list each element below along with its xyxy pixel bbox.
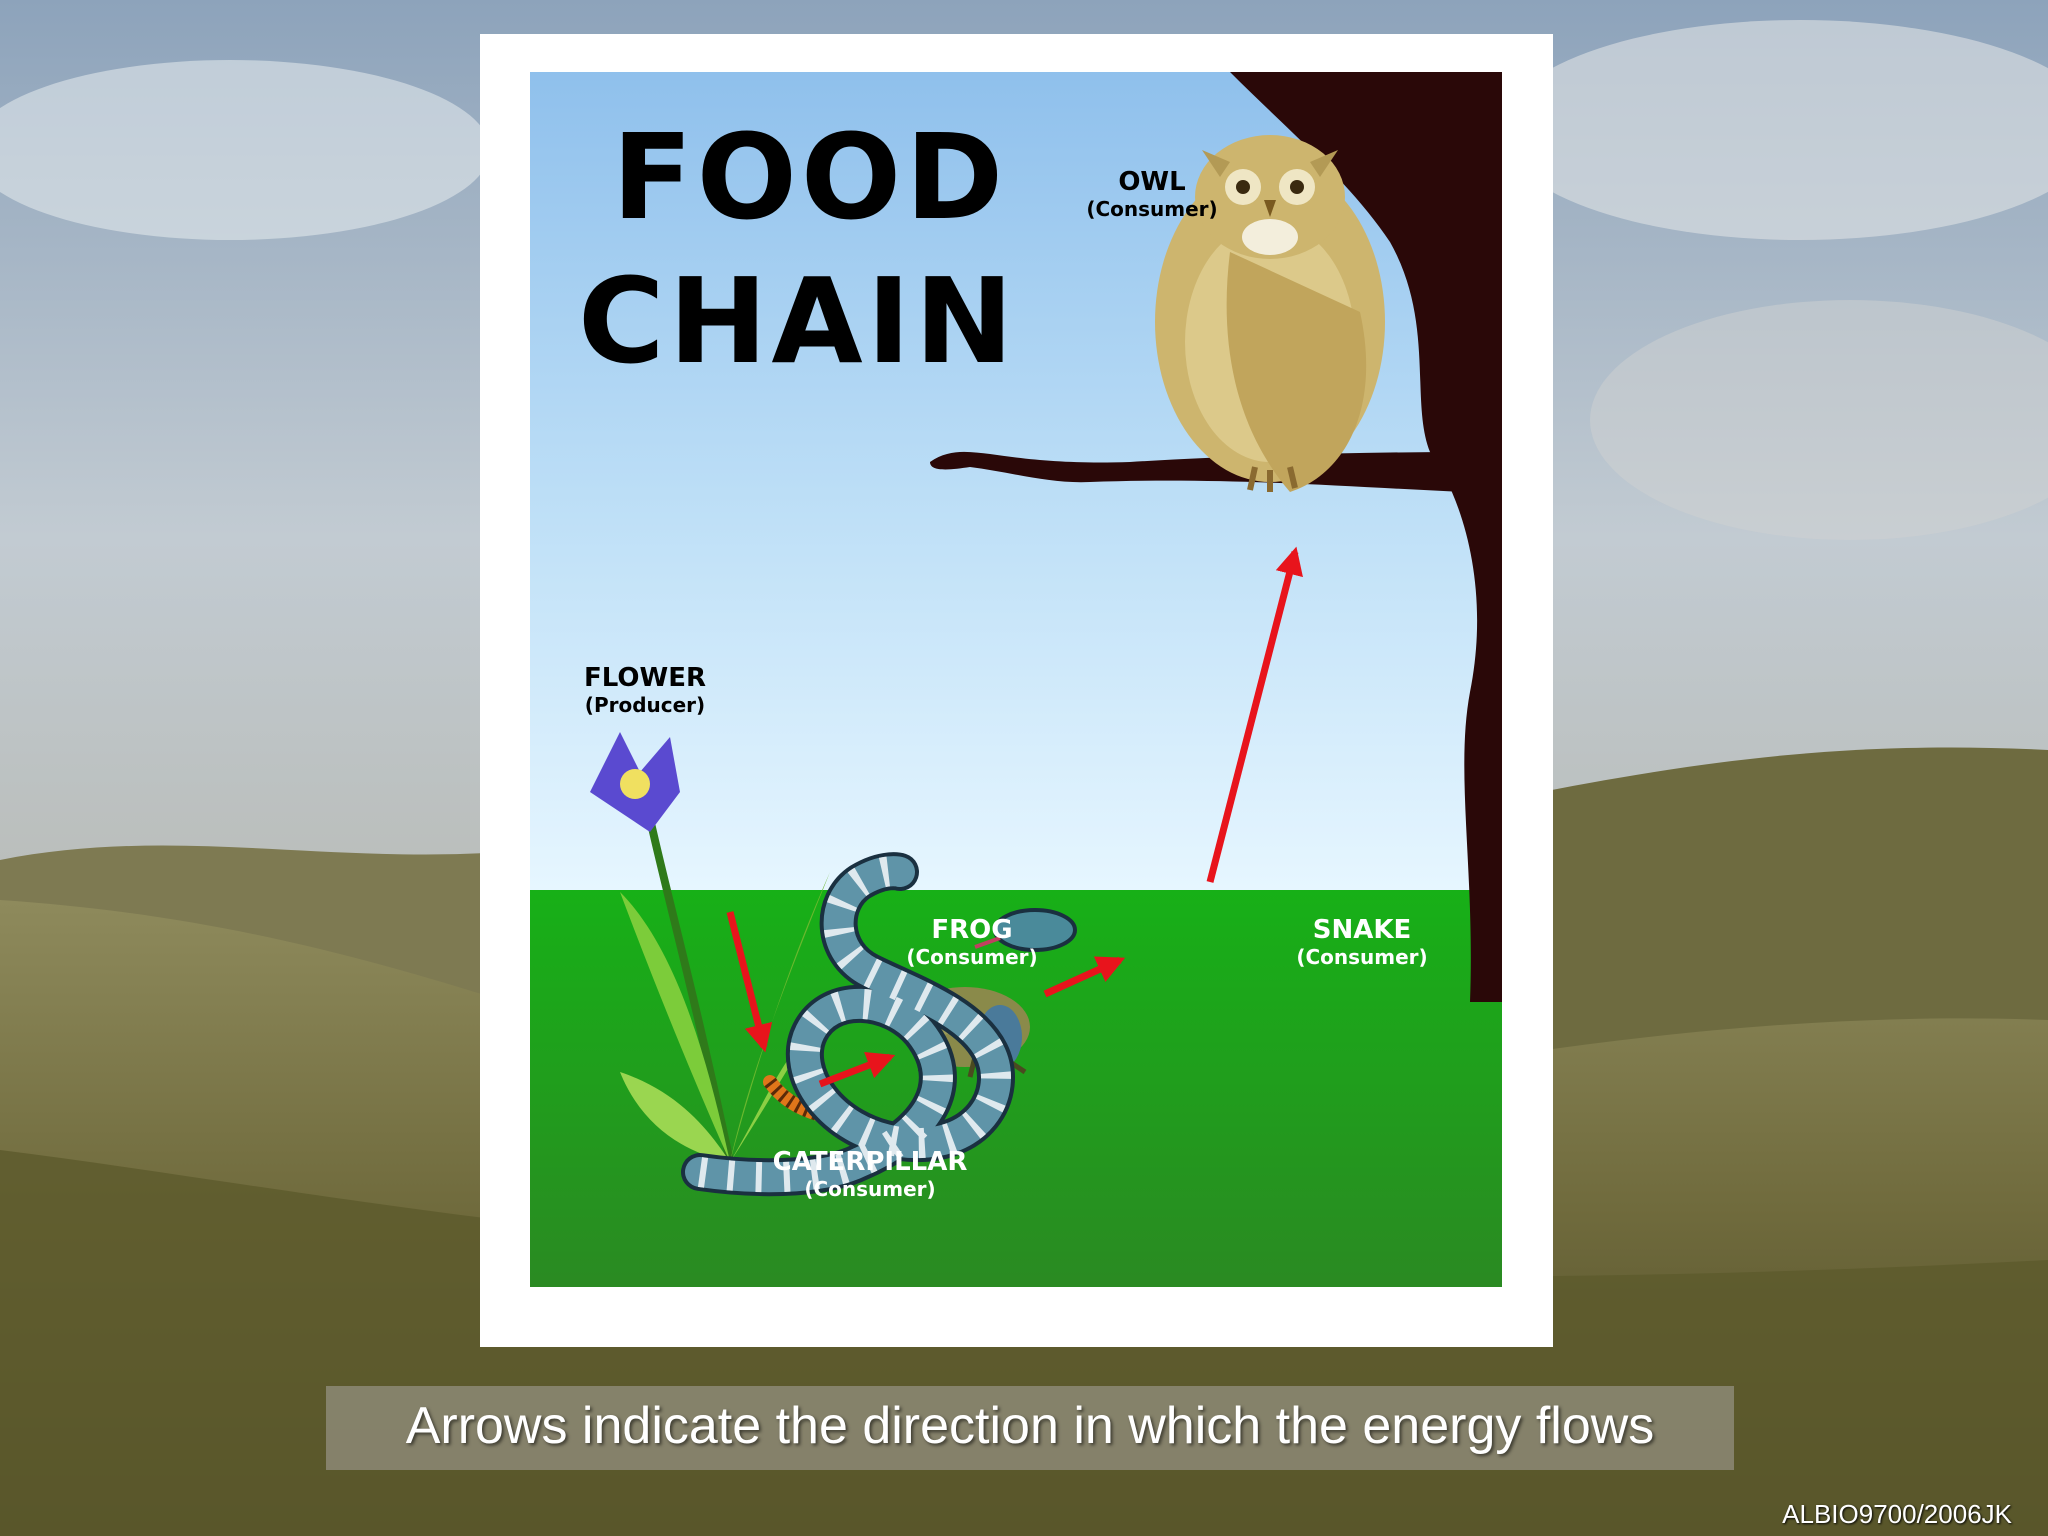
snake-name: SNAKE	[1312, 915, 1412, 945]
arrow-flower-to-caterpillar	[726, 911, 773, 1053]
owl-illustration	[1155, 135, 1385, 492]
caterpillar-role: (Consumer)	[804, 1176, 936, 1201]
frog-name: FROG	[931, 915, 1013, 945]
flower-label: FLOWER (Producer)	[570, 663, 720, 717]
footer-code: ALBIO9700/2006JK	[1782, 1499, 2012, 1529]
frog-label: FROG (Consumer)	[892, 915, 1052, 969]
diagram-title-line1: FOOD	[612, 108, 1008, 246]
caption-banner: Arrows indicate the direction in which t…	[326, 1386, 1734, 1470]
owl-name: OWL	[1118, 167, 1186, 197]
snake-role: (Consumer)	[1296, 944, 1428, 969]
arrow-frog-to-snake	[1043, 956, 1126, 998]
diagram-title-line2: CHAIN	[578, 252, 1018, 390]
caterpillar-name: CATERPILLAR	[772, 1147, 968, 1177]
food-chain-diagram	[530, 72, 1502, 1287]
flower-role: (Producer)	[584, 692, 706, 717]
grass	[530, 890, 1502, 1287]
owl-label: OWL (Consumer)	[1082, 167, 1222, 221]
arrow-snake-to-owl	[1206, 546, 1303, 883]
tree-trunk	[1230, 72, 1502, 1002]
caterpillar-label: CATERPILLAR (Consumer)	[750, 1147, 990, 1201]
frog-role: (Consumer)	[906, 944, 1038, 969]
snake-label: SNAKE (Consumer)	[1284, 915, 1440, 969]
snake-illustration	[681, 852, 1077, 1197]
arrow-caterpillar-to-frog	[818, 1051, 896, 1088]
flower-name: FLOWER	[584, 663, 706, 693]
energy-flow-arrows	[726, 546, 1303, 1088]
caption-text: Arrows indicate the direction in which t…	[405, 1397, 1655, 1455]
owl-role: (Consumer)	[1086, 196, 1218, 221]
